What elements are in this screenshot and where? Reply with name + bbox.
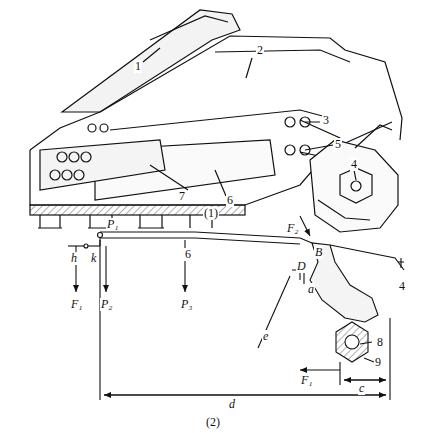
symbol-label: D	[296, 260, 307, 273]
callout-number: 6	[226, 194, 234, 207]
callout-number: 4	[350, 158, 358, 171]
callout-number: 6	[184, 248, 192, 261]
callout-number: 2	[256, 44, 264, 57]
symbol-label: F₂	[286, 222, 300, 235]
symbol-label: P₂	[100, 298, 114, 311]
callout-number: 8	[376, 336, 384, 349]
callout-number: 7	[178, 190, 186, 203]
symbol-label: P₃	[180, 298, 194, 311]
callout-number: 5	[334, 138, 342, 151]
callout-number: 1	[134, 60, 142, 73]
symbol-label: c	[358, 382, 365, 395]
symbol-label: d	[228, 398, 236, 411]
symbol-label: F₁	[70, 298, 84, 311]
callout-number: 4	[398, 280, 406, 293]
callout-number: 9	[374, 356, 382, 369]
force-diagram	[68, 216, 404, 400]
symbol-label: F₁	[300, 374, 314, 387]
symbol-label: a	[307, 283, 315, 296]
symbol-label: B	[314, 246, 323, 259]
symbol-label: k	[90, 252, 97, 265]
callout-number: 3	[322, 114, 330, 127]
callout-number: (1)	[203, 207, 219, 220]
symbol-label: P₁	[106, 218, 120, 231]
symbol-label: e	[262, 330, 269, 343]
symbol-label: h	[70, 252, 78, 265]
upper-view	[30, 10, 402, 232]
callout-number: (2)	[205, 416, 221, 429]
